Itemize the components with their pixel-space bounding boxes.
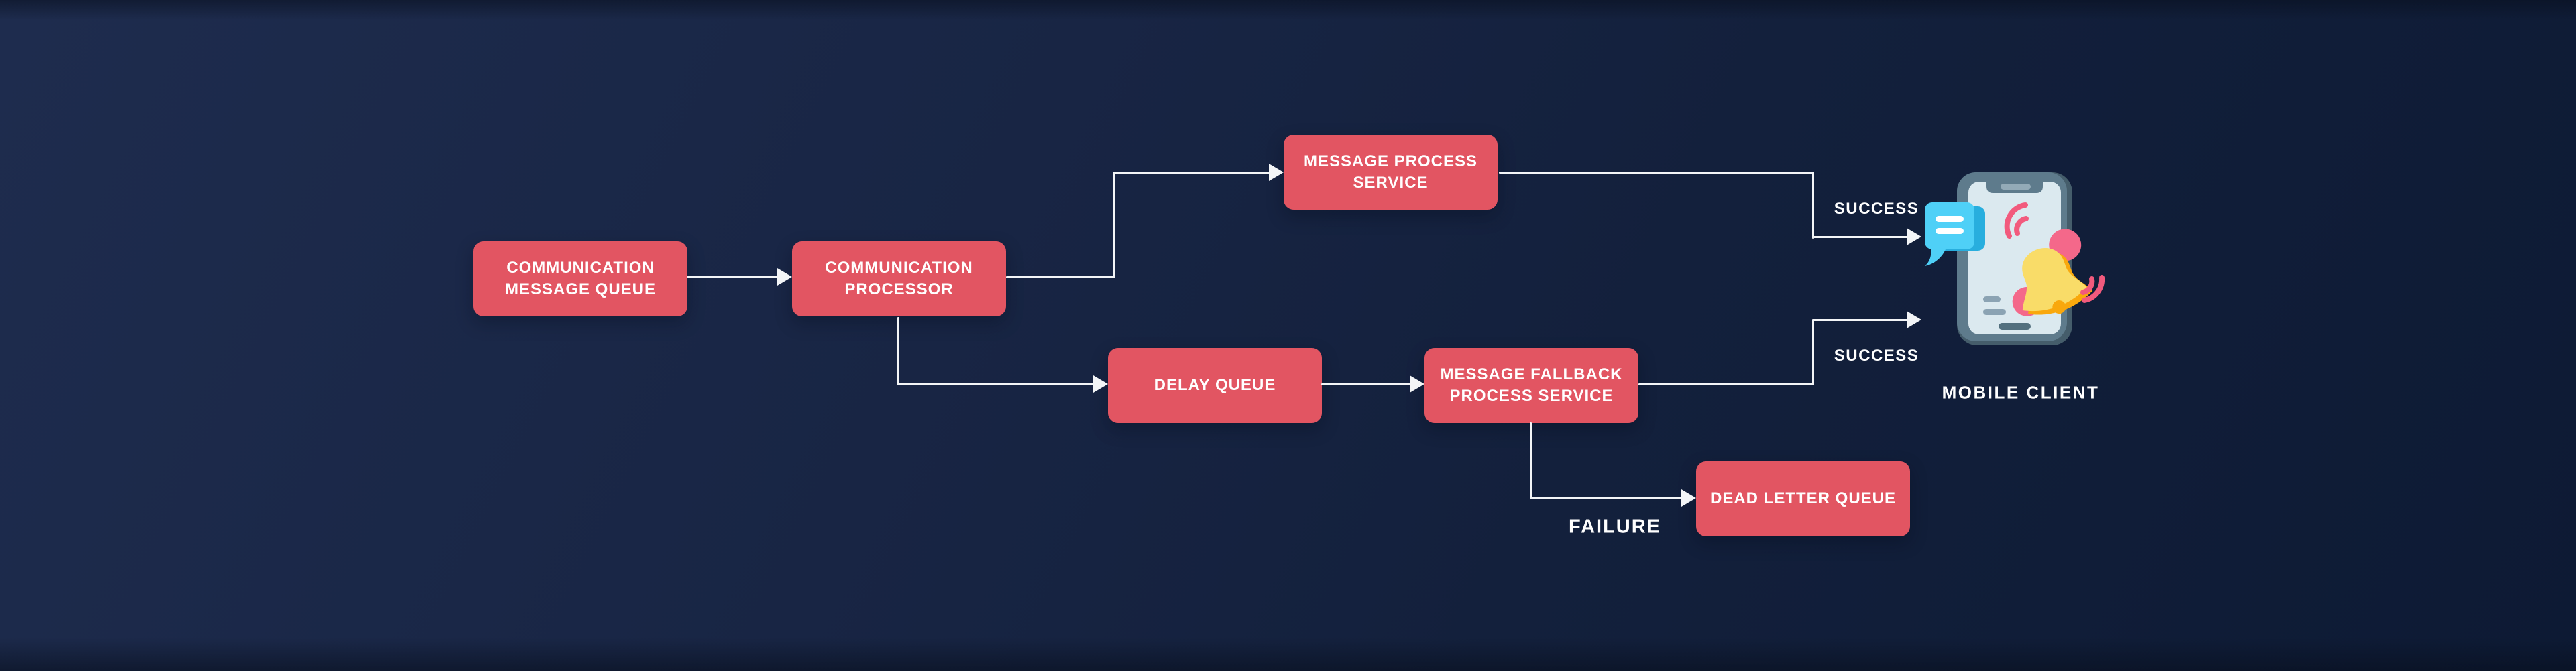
edge-fallback-to-client [1638, 383, 1814, 385]
node-label: DELAY QUEUE [1154, 376, 1276, 395]
edge-mps-to-client [1812, 172, 1814, 239]
arrowhead-icon [1269, 164, 1284, 181]
edge-label-success-top: SUCCESS [1834, 200, 1919, 218]
edge-processor-to-delay-queue [897, 383, 1094, 385]
node-label: MESSAGE PROCESS SERVICE [1303, 152, 1478, 192]
node-label: COMMUNICATION MESSAGE QUEUE [504, 259, 657, 298]
node-communication-processor: COMMUNICATION PROCESSOR [792, 241, 1006, 316]
edge-fallback-to-client [1812, 319, 1908, 321]
node-delay-queue: DELAY QUEUE [1108, 348, 1322, 423]
edge-fallback-to-client [1812, 320, 1814, 385]
edge-processor-to-mps [1113, 172, 1270, 174]
edge-fallback-to-dlq [1530, 497, 1682, 499]
edge-processor-to-mps [1006, 276, 1114, 278]
notification-bell-icon [2004, 202, 2105, 316]
edge-mps-to-client [1812, 236, 1908, 238]
vibration-arcs-icon [2004, 202, 2105, 303]
arrowhead-icon [777, 268, 792, 286]
node-label: MESSAGE FALLBACK PROCESS SERVICE [1440, 365, 1623, 405]
edge-mps-to-client [1499, 172, 1814, 174]
edge-processor-to-delay-queue [897, 317, 899, 385]
edge-cmq-to-processor [687, 276, 778, 278]
edge-delay-queue-to-fallback [1321, 383, 1410, 385]
arrowhead-icon [1410, 375, 1424, 393]
node-label: DEAD LETTER QUEUE [1710, 489, 1896, 508]
edge-label-success-bottom: SUCCESS [1834, 347, 1919, 365]
arrowhead-icon [1093, 375, 1108, 393]
edge-fallback-to-dlq [1530, 422, 1532, 499]
arrowhead-icon [1907, 228, 1921, 245]
mobile-client-label: MOBILE CLIENT [1942, 382, 2100, 403]
node-dead-letter-queue: DEAD LETTER QUEUE [1696, 461, 1910, 536]
edge-label-failure: FAILURE [1568, 515, 1662, 538]
node-communication-message-queue: COMMUNICATION MESSAGE QUEUE [473, 241, 687, 316]
node-label: COMMUNICATION PROCESSOR [825, 259, 973, 298]
arrowhead-icon [1907, 311, 1921, 328]
node-message-process-service: MESSAGE PROCESS SERVICE [1284, 135, 1498, 210]
phone-speaker-icon [2001, 184, 2031, 190]
chat-bubble-icon [1925, 202, 1985, 266]
edge-processor-to-mps [1113, 172, 1115, 278]
node-message-fallback-process-service: MESSAGE FALLBACK PROCESS SERVICE [1424, 348, 1638, 423]
arrowhead-icon [1681, 489, 1696, 507]
smartphone-notification-icon [1925, 172, 2105, 345]
